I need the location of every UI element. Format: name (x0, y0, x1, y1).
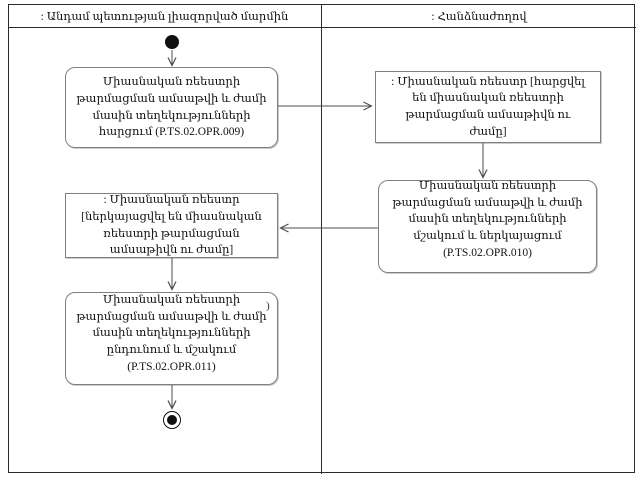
lane-header-separator (8, 27, 636, 28)
activity-process-and-present-010: Միասնական ռեեստրի թարմացման ամսաթվի և ժա… (378, 180, 597, 273)
activity-request-update-info-009: Միասնական ռեեստրի թարմացման ամսաթվի և ժա… (65, 67, 278, 148)
lane-divider (321, 4, 322, 474)
lane-header-authorized-body: : Անդամ պետության լիազորված մարմին (40, 10, 289, 23)
final-node (163, 411, 181, 429)
activity-receive-and-process-011: Միասնական ռեեստրի թարմացման ամսաթվի և ժա… (65, 292, 278, 385)
object-unified-registry-presented: : Միասնական ռեեստր [ներկայացվել են միասն… (65, 193, 278, 258)
initial-node (165, 35, 179, 49)
stray-arrowhead-mark: ) (266, 300, 270, 312)
object-unified-registry-queried: : Միասնական ռեեստր [հարցվել են միասնական… (375, 71, 601, 143)
final-node-core (167, 415, 177, 425)
lane-header-commission: : Հանձնաժողով (431, 10, 527, 23)
